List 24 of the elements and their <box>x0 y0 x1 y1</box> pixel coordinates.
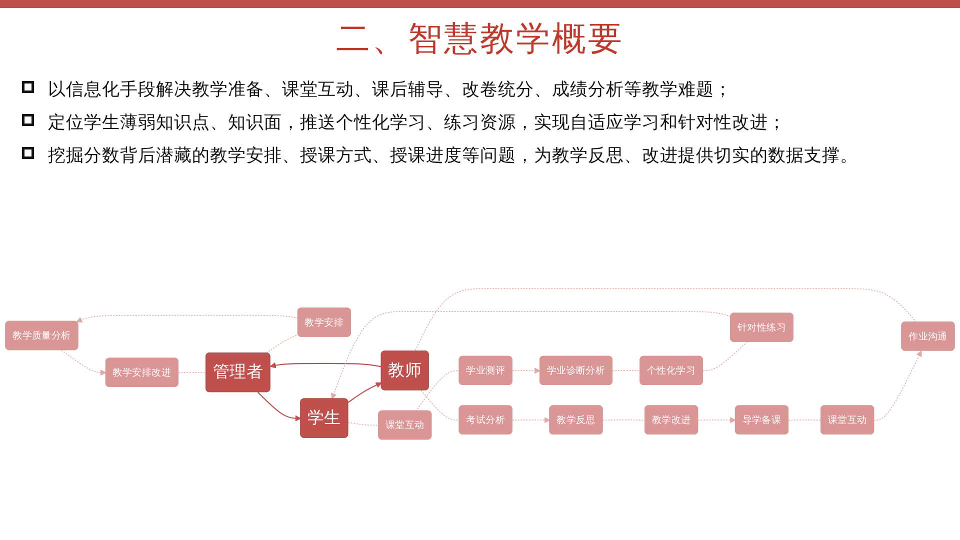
connector <box>415 370 460 412</box>
connector <box>420 390 460 421</box>
bullet-text: 以信息化手段解决教学准备、课堂互动、课后辅导、改卷统分、成绩分析等教学难题； <box>48 78 732 101</box>
arrow <box>257 392 302 422</box>
connector <box>348 422 380 426</box>
connector <box>788 420 822 421</box>
arrow <box>512 417 550 424</box>
connector <box>414 288 917 352</box>
bullet-text: 挖掘分数背后潜藏的教学安排、授课方式、授课进度等问题，为教学反思、改进提供切实的数据支撑。 <box>48 144 858 167</box>
arrow <box>270 362 382 368</box>
arrow <box>76 314 298 323</box>
arrow <box>698 417 736 424</box>
arrow <box>348 382 382 403</box>
slide-title: 二、智慧教学概要 <box>336 20 624 58</box>
connector <box>602 420 646 421</box>
connector <box>266 334 299 354</box>
connector <box>178 372 207 374</box>
bullet-text: 定位学生薄弱知识点、知识面，推送个性化学习、练习资源，实现自适应学习和针对性改进； <box>48 111 786 134</box>
connector <box>702 342 748 372</box>
arrow <box>874 350 922 421</box>
arrow <box>61 350 106 376</box>
arrow <box>512 368 540 374</box>
arrow <box>330 311 732 400</box>
connector <box>612 370 641 372</box>
